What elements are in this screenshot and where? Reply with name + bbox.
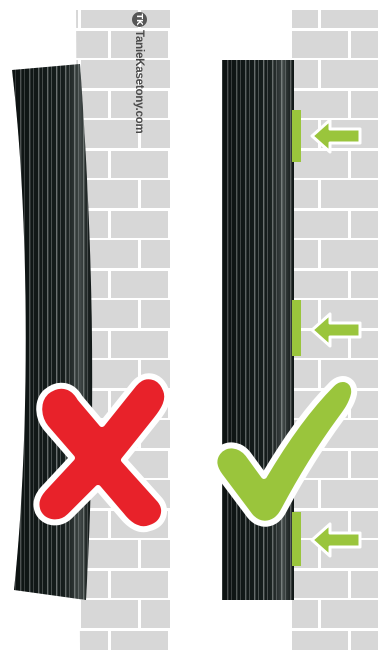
brand-logo-icon: TK xyxy=(132,12,147,27)
brand-watermark: TK TanieKasetony.com xyxy=(128,12,150,172)
spacer-bottom xyxy=(292,512,301,566)
spacer-middle xyxy=(292,300,301,356)
brand-name: TanieKasetony.com xyxy=(133,30,145,134)
spacer-top xyxy=(292,110,301,162)
